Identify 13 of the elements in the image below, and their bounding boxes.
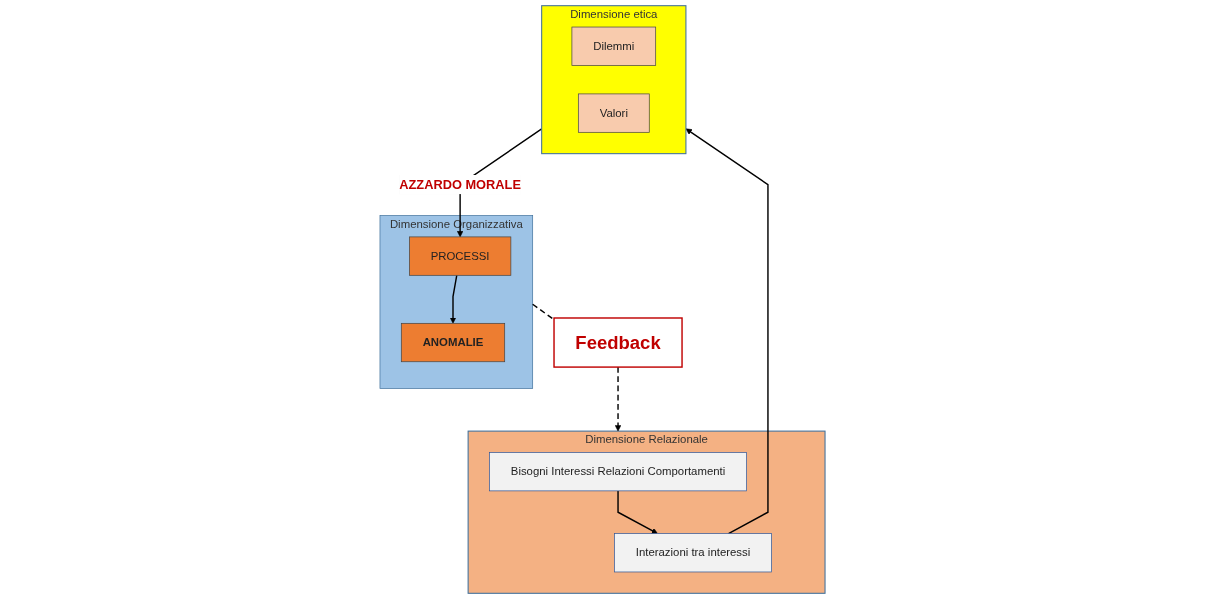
- node-box: Dilemmi: [571, 26, 657, 66]
- connector: [531, 303, 555, 321]
- node-box: ANOMALIE: [400, 322, 506, 363]
- arrow: [449, 274, 458, 324]
- arrow: [685, 128, 769, 535]
- node-box: PROCESSI: [409, 236, 512, 276]
- node-box: Valori: [577, 93, 650, 133]
- node-box: Bisogni Interessi Relazioni Comportamenti: [489, 452, 747, 492]
- node-box: Feedback: [553, 317, 683, 368]
- arrow: [614, 366, 622, 432]
- arrow: [617, 490, 658, 534]
- node-box: Interazioni tra interessi: [614, 533, 772, 573]
- edge-label: AZZARDO MORALE: [399, 177, 521, 192]
